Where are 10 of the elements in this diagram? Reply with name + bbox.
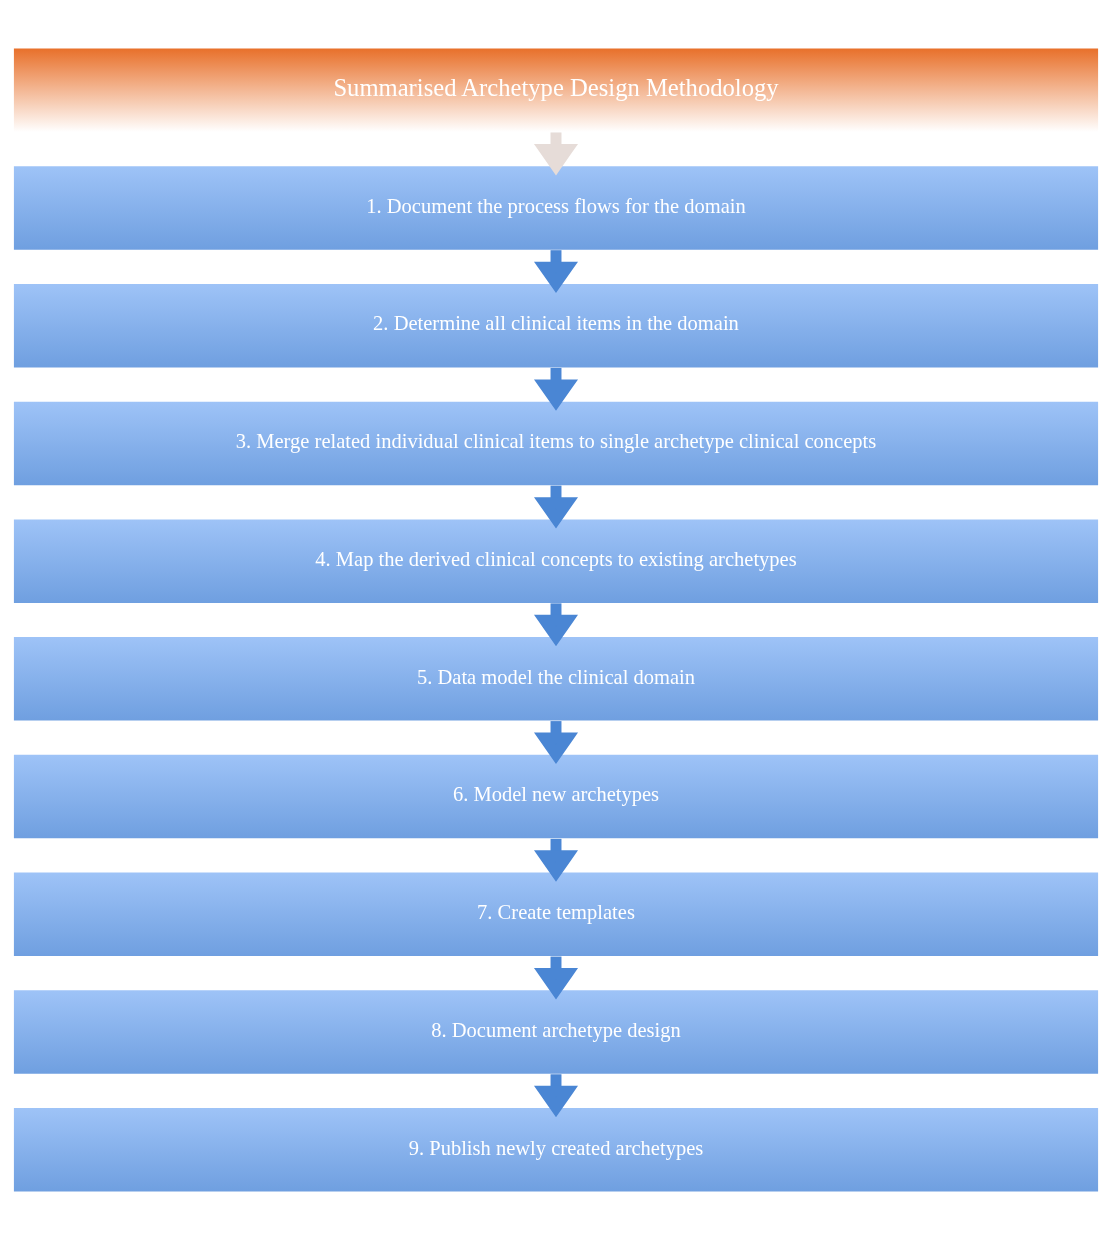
node-box: 8. Document archetype design xyxy=(13,989,1099,1074)
node-box: 5. Data model the clinical domain xyxy=(13,636,1099,721)
node-box: 4. Map the derived clinical concepts to existing archetypes xyxy=(13,518,1099,603)
node-box: 2. Determine all clinical items in the domain xyxy=(13,283,1099,367)
node-box: 9. Publish newly created archetypes xyxy=(13,1107,1099,1191)
node-box: 1. Document the process flows for the domain xyxy=(13,165,1099,250)
node-box: Summarised Archetype Design Methodology xyxy=(13,48,1099,132)
node-box: 6. Model new archetypes xyxy=(13,754,1099,838)
node-box: 3. Merge related individual clinical items to single archetype clinical concepts xyxy=(13,401,1099,485)
node-box: 7. Create templates xyxy=(13,872,1099,956)
